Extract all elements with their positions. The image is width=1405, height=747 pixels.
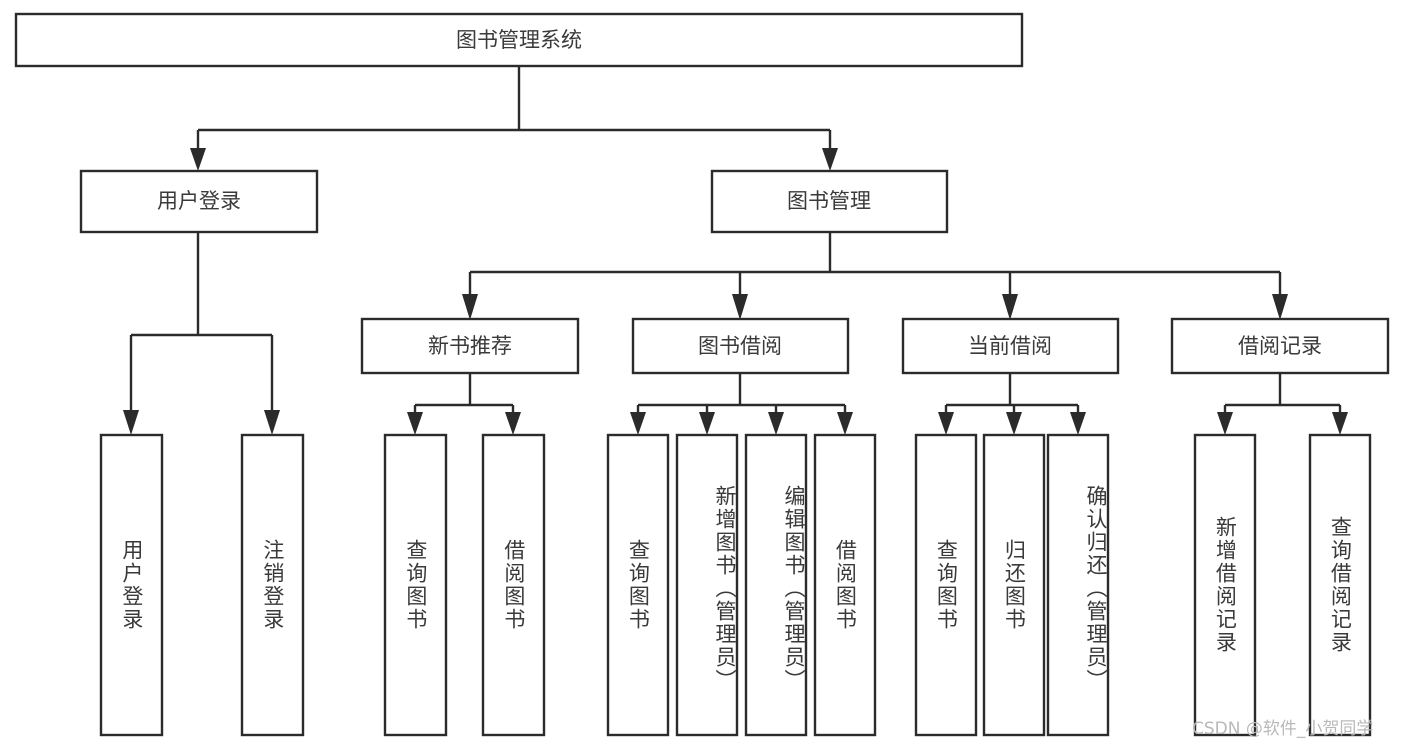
node-new-book-recommend[interactable]: 新书推荐 [360,317,580,375]
node-user-login[interactable]: 用户登录 [79,169,319,234]
node-book-management-box[interactable] [710,169,949,234]
connector-bookborrow-to-leaves [630,373,853,435]
node-borrow-record-box[interactable] [1170,317,1390,375]
arrow-head-icon [505,412,521,435]
node-current-borrow-box[interactable] [901,317,1120,375]
arrow-head-icon [1002,294,1018,320]
node-leaf-return-book-label: 归还图书 [1002,539,1027,631]
node-root[interactable]: 图书管理系统 [14,12,1024,68]
node-leaf-query-book-1-box[interactable] [383,433,448,737]
node-book-borrow-box[interactable] [631,317,850,375]
node-current-borrow-label: 当前借阅 [968,334,1052,358]
arrow-head-icon [1217,412,1233,435]
arrow-head-icon [1006,412,1022,435]
node-leaf-confirm-return-label: 确认归还（管理员） [1084,484,1108,692]
node-leaf-query-book-2-label: 查询图书 [626,539,651,631]
node-leaf-add-record-label: 新增借阅记录 [1213,516,1238,654]
node-leaf-query-book-1-label: 查询图书 [403,539,428,631]
connector-userlogin-to-leaves [123,232,280,435]
node-leaf-borrow-book-1-label: 借阅图书 [501,539,526,631]
node-leaf-add-record-box[interactable] [1193,433,1257,737]
arrow-head-icon [462,294,478,320]
arrow-head-icon [264,410,280,435]
arrow-head-icon [938,412,954,435]
node-new-book-recommend-box[interactable] [360,317,580,375]
arrow-head-icon [190,148,206,171]
arrow-head-icon [1272,294,1288,320]
node-leaf-query-record-label: 查询借阅记录 [1328,516,1353,654]
node-leaf-confirm-return-box[interactable] [1046,433,1110,737]
node-book-borrow[interactable]: 图书借阅 [631,317,850,375]
arrow-head-icon [630,412,646,435]
node-root-label: 图书管理系统 [456,28,582,52]
node-book-management-label: 图书管理 [787,189,871,213]
connector-currentborrow-to-leaves [938,373,1086,435]
node-current-borrow[interactable]: 当前借阅 [901,317,1120,375]
arrow-head-icon [699,412,715,435]
node-leaf-borrow-book-1-box[interactable] [481,433,546,737]
arrow-head-icon [732,294,748,320]
node-leaf-edit-book-box[interactable] [744,433,808,737]
node-leaf-borrow-book-2-label: 借阅图书 [833,539,858,631]
arrow-head-icon [123,410,139,435]
connector-borrowrecord-to-leaves [1217,373,1348,435]
connector-root-to-level1 [190,66,838,171]
node-user-login-label: 用户登录 [157,189,241,213]
connector-newbook-to-leaves [407,373,521,435]
arrow-head-icon [768,412,784,435]
node-user-login-box[interactable] [79,169,319,234]
node-new-book-recommend-label: 新书推荐 [428,334,512,358]
node-leaf-return-book-box[interactable] [982,433,1046,737]
arrow-head-icon [407,412,423,435]
leaf-boxes [99,433,1372,737]
arrow-head-icon [837,412,853,435]
node-leaf-borrow-book-2-box[interactable] [813,433,877,737]
node-leaf-query-book-3-label: 查询图书 [934,539,959,631]
arrow-head-icon [822,148,838,171]
node-leaf-user-logout-box[interactable] [240,433,305,737]
csdn-watermark: CSDN @软件_小贺同学 [1192,719,1374,739]
node-root-box[interactable] [14,12,1024,68]
connector-bookmgmt-to-level2 [462,232,1288,320]
node-leaf-query-book-2-box[interactable] [606,433,670,737]
node-borrow-record-label: 借阅记录 [1238,334,1322,358]
node-book-borrow-label: 图书借阅 [698,334,782,358]
node-leaf-add-book-box[interactable] [675,433,739,737]
node-leaf-user-login-box[interactable] [99,433,164,737]
node-leaf-query-record-box[interactable] [1308,433,1372,737]
arrow-head-icon [1332,412,1348,435]
node-leaf-user-logout-label: 注销登录 [260,539,285,631]
node-leaf-query-book-3-box[interactable] [914,433,978,737]
node-book-management[interactable]: 图书管理 [710,169,949,234]
node-leaf-user-login-label: 用户登录 [119,539,144,631]
node-leaf-add-book-label: 新增图书（管理员） [713,484,737,692]
arrow-head-icon [1070,412,1086,435]
node-leaf-edit-book-label: 编辑图书（管理员） [782,484,806,692]
node-borrow-record[interactable]: 借阅记录 [1170,317,1390,375]
